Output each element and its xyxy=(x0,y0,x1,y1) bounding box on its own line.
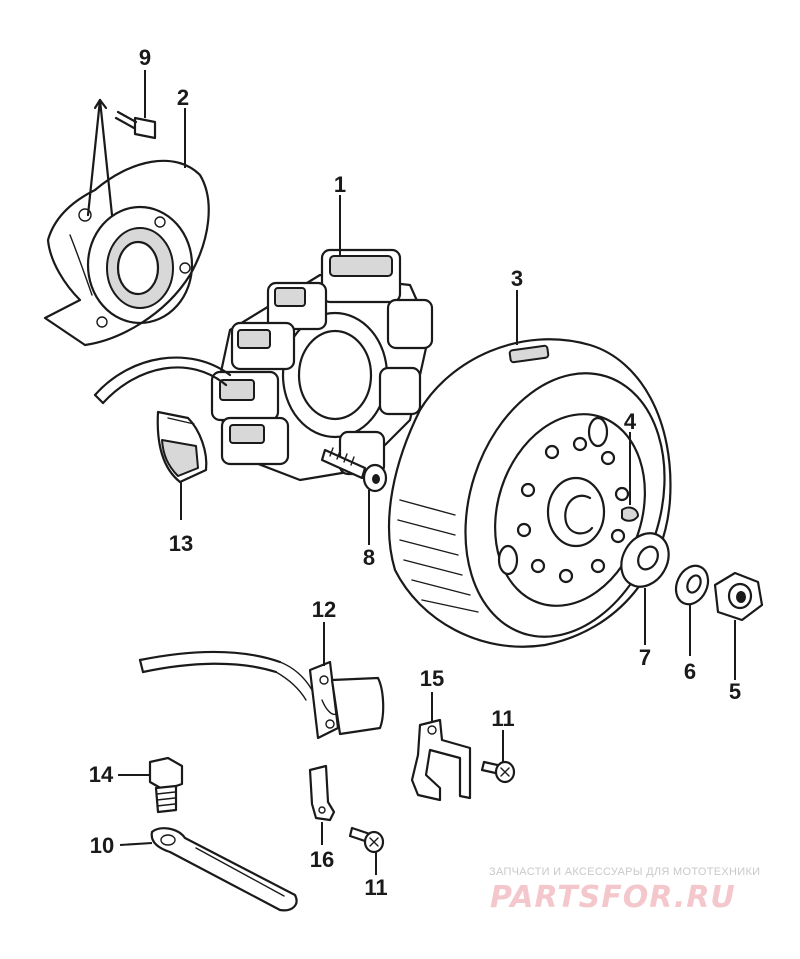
mounting-bracket-15 xyxy=(410,718,472,802)
callout-10: 10 xyxy=(89,833,115,858)
watermark-brand: PARTSFOR.RU xyxy=(490,880,736,915)
callout-4: 4 xyxy=(623,409,637,434)
callout-11-lower: 11 xyxy=(364,875,388,900)
hex-bolt-14 xyxy=(148,756,184,814)
stator-base-plate xyxy=(43,159,210,347)
callout-1: 1 xyxy=(333,172,347,197)
callout-9: 9 xyxy=(138,45,152,70)
wire-clip-16 xyxy=(308,764,336,822)
washer-7 xyxy=(620,532,670,588)
leader-lines xyxy=(118,70,736,875)
callout-7: 7 xyxy=(638,645,652,670)
woodruff-key-4 xyxy=(621,506,639,522)
screw-11-upper xyxy=(480,760,516,784)
socket-bolt-8 xyxy=(320,447,388,493)
screw-11-lower xyxy=(348,826,385,854)
callout-6: 6 xyxy=(683,659,697,684)
callout-11-upper: 11 xyxy=(491,706,515,731)
wire-grommet-13 xyxy=(156,410,208,484)
callout-12: 12 xyxy=(311,597,337,622)
callout-3: 3 xyxy=(510,266,524,291)
hex-nut-5 xyxy=(713,571,764,622)
callout-14: 14 xyxy=(88,762,114,787)
lock-washer-6 xyxy=(674,564,710,606)
watermark-tagline: ЗАПЧАСТИ И АКСЕССУАРЫ ДЛЯ МОТОТЕХНИКИ xyxy=(489,866,761,878)
callout-16: 16 xyxy=(309,847,335,872)
callout-2: 2 xyxy=(176,85,190,110)
ground-strap-10 xyxy=(150,827,298,912)
callout-13: 13 xyxy=(168,531,194,556)
callout-8: 8 xyxy=(362,545,376,570)
callout-15: 15 xyxy=(419,666,445,691)
flywheel-rotor xyxy=(387,338,672,648)
stator-coil-assembly xyxy=(93,248,434,482)
callout-5: 5 xyxy=(728,679,742,704)
pulse-generator-12 xyxy=(138,650,385,740)
mounting-screw-9 xyxy=(86,98,157,217)
